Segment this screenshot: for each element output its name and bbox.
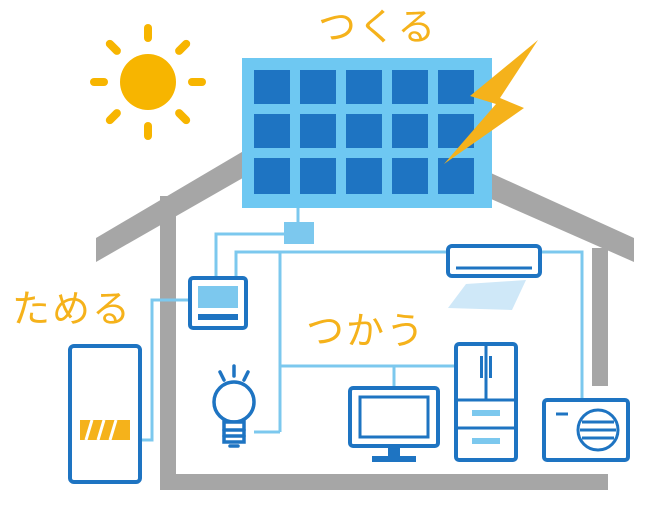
outdoor-unit-icon (542, 398, 630, 462)
air-conditioner-icon (446, 244, 542, 310)
wiring (140, 208, 584, 442)
label-make: つくる (318, 5, 438, 49)
refrigerator-icon (454, 342, 518, 462)
label-store: ためる (12, 287, 133, 331)
tv-icon (348, 386, 440, 462)
junction-box (284, 222, 314, 244)
solar-panel-icon (242, 58, 492, 208)
power-conditioner-icon (188, 276, 248, 330)
storage-battery-icon (68, 344, 142, 484)
label-use: つかう (306, 309, 427, 353)
light-bulb-icon (212, 364, 256, 448)
lightning-icon (444, 40, 538, 164)
sun-icon (90, 24, 206, 140)
